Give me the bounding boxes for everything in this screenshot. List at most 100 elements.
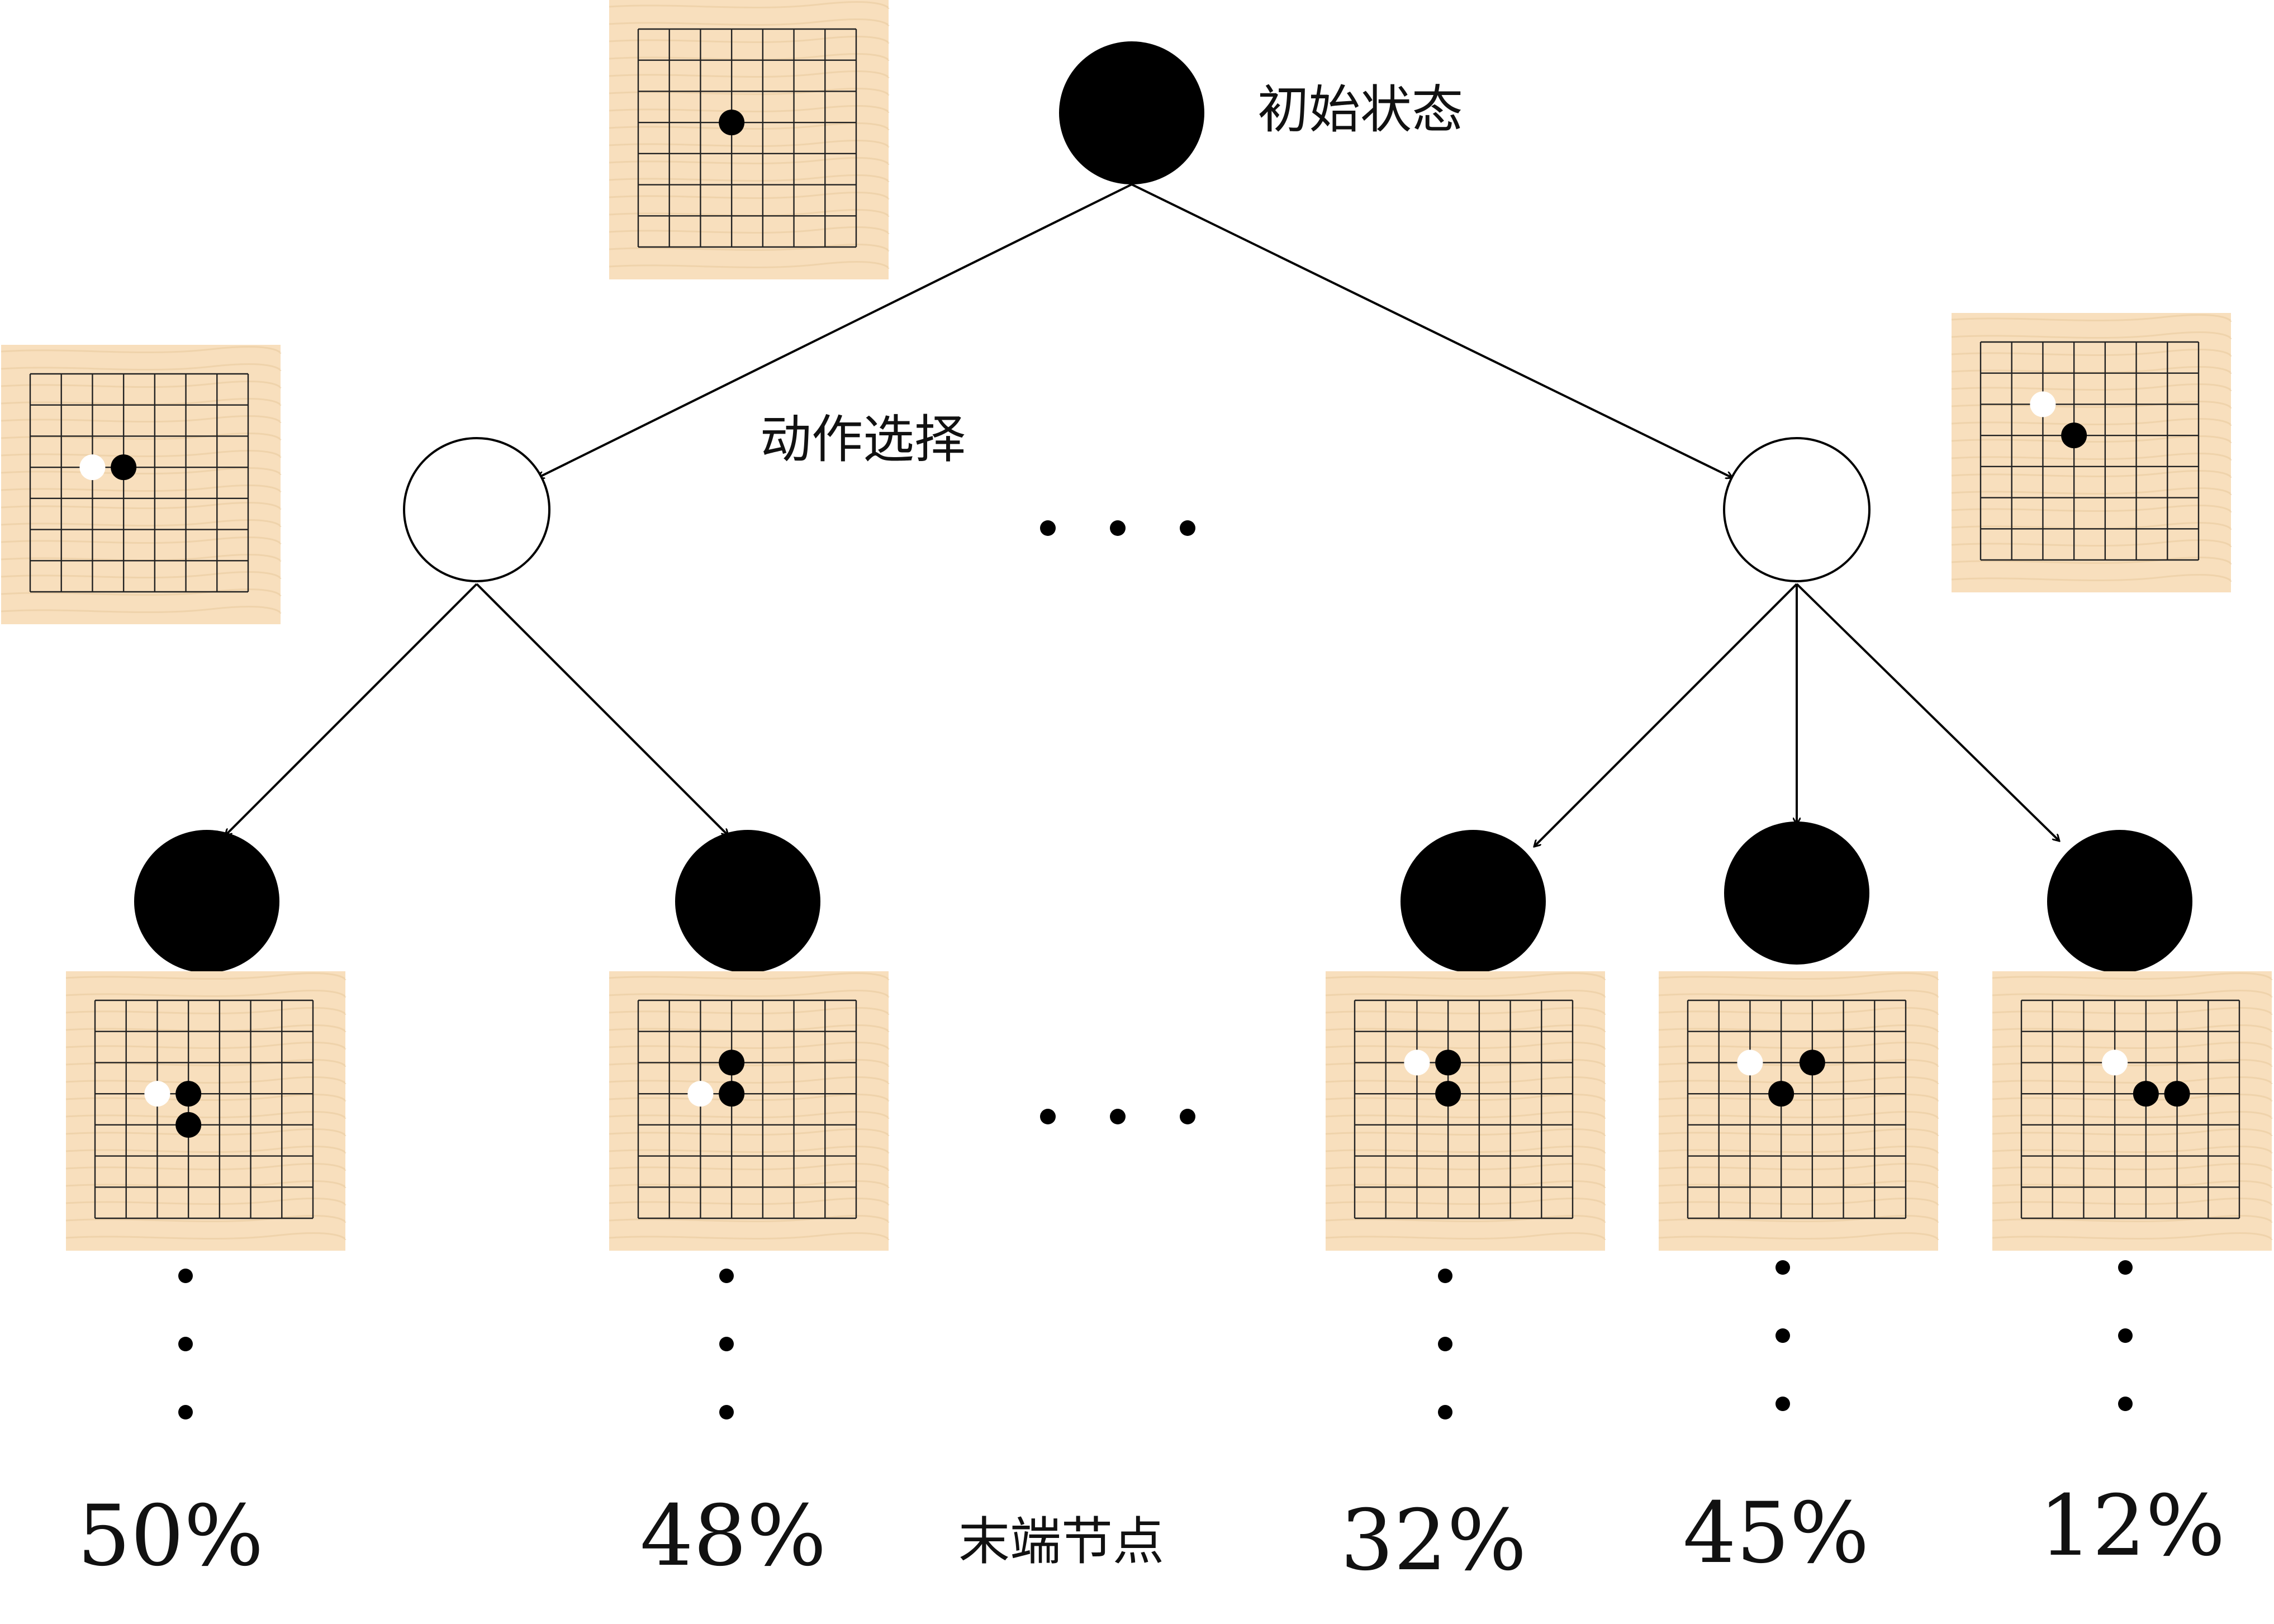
- wood-grain: [1325, 1007, 1606, 1015]
- wood-grain: [1951, 331, 2232, 339]
- white-stone: [1404, 1050, 1430, 1076]
- win-rate-leaf-2: 48%: [640, 1488, 826, 1585]
- node-l1-right: [1723, 437, 1871, 582]
- white-stone: [2030, 391, 2056, 417]
- board-thumbnail: [65, 971, 346, 1251]
- wood-grain: [609, 1163, 890, 1171]
- wood-grain: [1951, 349, 2232, 357]
- leaf-node-1: [134, 830, 279, 973]
- black-stone: [719, 1081, 745, 1107]
- wood-grain: [1658, 1163, 1939, 1171]
- wood-grain: [609, 36, 890, 44]
- wood-grain: [609, 990, 890, 998]
- black-stone: [1435, 1081, 1461, 1107]
- wood-grain: [609, 1094, 890, 1101]
- wood-grain: [609, 192, 890, 200]
- wood-grain: [1951, 574, 2232, 582]
- wood-grain: [1992, 1128, 2273, 1136]
- root-node: [1059, 41, 1204, 184]
- wood-grain: [65, 1007, 346, 1015]
- black-stone: [2133, 1081, 2159, 1107]
- wood-grain: [609, 174, 890, 182]
- wood-grain: [609, 1180, 890, 1188]
- wood-grain: [1951, 505, 2232, 512]
- tree-nodes: [134, 41, 2192, 973]
- wood-grain: [609, 88, 890, 96]
- board-thumbnail: [1325, 971, 1606, 1251]
- wood-grain: [1325, 1111, 1606, 1119]
- wood-grain: [1951, 453, 2232, 460]
- wood-grain: [609, 1146, 890, 1153]
- wood-grain: [65, 1146, 346, 1153]
- white-stone: [1737, 1050, 1763, 1076]
- ellipsis-vertical-4: [1775, 1260, 1790, 1411]
- wood-grain: [65, 1180, 346, 1188]
- wood-grain: [609, 53, 890, 61]
- wood-grain: [1325, 1163, 1606, 1171]
- wood-grain: [1, 571, 282, 579]
- node-l1-left: [403, 437, 550, 582]
- wood-grain: [609, 261, 890, 269]
- wood-grain: [65, 1128, 346, 1136]
- wood-grain: [1325, 1180, 1606, 1188]
- edge-left-leaf2: [476, 583, 728, 835]
- wood-grain: [1325, 1024, 1606, 1032]
- wood-grain: [1658, 1094, 1939, 1101]
- black-stone: [175, 1112, 202, 1138]
- ellipsis-vertical-1: [178, 1269, 193, 1419]
- win-rate-leaf-5: 12%: [2039, 1478, 2225, 1575]
- wood-grain: [1325, 1042, 1606, 1050]
- wood-grain: [1992, 972, 2273, 980]
- wood-grain: [1, 433, 282, 440]
- wood-grain: [1658, 1232, 1939, 1240]
- board-thumbnail: [1992, 971, 2273, 1251]
- wood-grain: [1992, 1198, 2273, 1205]
- wood-grain: [65, 1111, 346, 1119]
- wood-grain: [1992, 1146, 2273, 1153]
- wood-grain: [609, 1076, 890, 1084]
- wood-grain: [1992, 1232, 2273, 1240]
- ellipsis-horizontal-bottom: [1040, 1109, 1195, 1124]
- label-terminal-nodes: 末端节点: [958, 1512, 1164, 1571]
- wood-grain: [1951, 522, 2232, 530]
- wood-grain: [1, 467, 282, 475]
- label-action-selection: 动作选择: [760, 410, 966, 469]
- win-rate-leaf-1: 50%: [77, 1488, 263, 1585]
- wood-grain: [609, 1, 890, 9]
- wood-grain: [609, 122, 890, 130]
- wood-grain: [1, 363, 282, 371]
- wood-grain: [65, 1042, 346, 1050]
- wood-grain: [65, 1076, 346, 1084]
- wood-grain: [1, 346, 282, 354]
- wood-grain: [1, 588, 282, 596]
- wood-grain: [1951, 383, 2232, 391]
- black-stone: [1768, 1081, 1794, 1107]
- black-stone: [719, 1050, 745, 1076]
- wood-grain: [1325, 990, 1606, 998]
- white-stone: [79, 454, 106, 481]
- board-thumbnail: [1, 345, 282, 624]
- wood-grain: [1, 398, 282, 406]
- wood-grain: [1951, 401, 2232, 409]
- ellipsis-vertical-2: [719, 1269, 734, 1419]
- wood-grain: [609, 1198, 890, 1205]
- wood-grain: [1325, 972, 1606, 980]
- white-stone: [2102, 1050, 2128, 1076]
- tree-edges: [225, 183, 2059, 847]
- board-thumbnail: [609, 971, 890, 1251]
- wood-grain: [1951, 366, 2232, 374]
- wood-grain: [1, 415, 282, 423]
- wood-grain: [1992, 1042, 2273, 1050]
- wood-grain: [609, 1215, 890, 1223]
- white-stone: [144, 1081, 170, 1107]
- wood-grain: [65, 1094, 346, 1101]
- wood-grain: [609, 157, 890, 165]
- leaf-node-2: [675, 830, 820, 973]
- black-stone: [1435, 1050, 1461, 1076]
- wood-grain: [1992, 1111, 2273, 1119]
- wood-grain: [1325, 1232, 1606, 1240]
- wood-grain: [1658, 1042, 1939, 1050]
- win-rate-leaf-3: 32%: [1340, 1492, 1526, 1589]
- wood-grain: [65, 1024, 346, 1032]
